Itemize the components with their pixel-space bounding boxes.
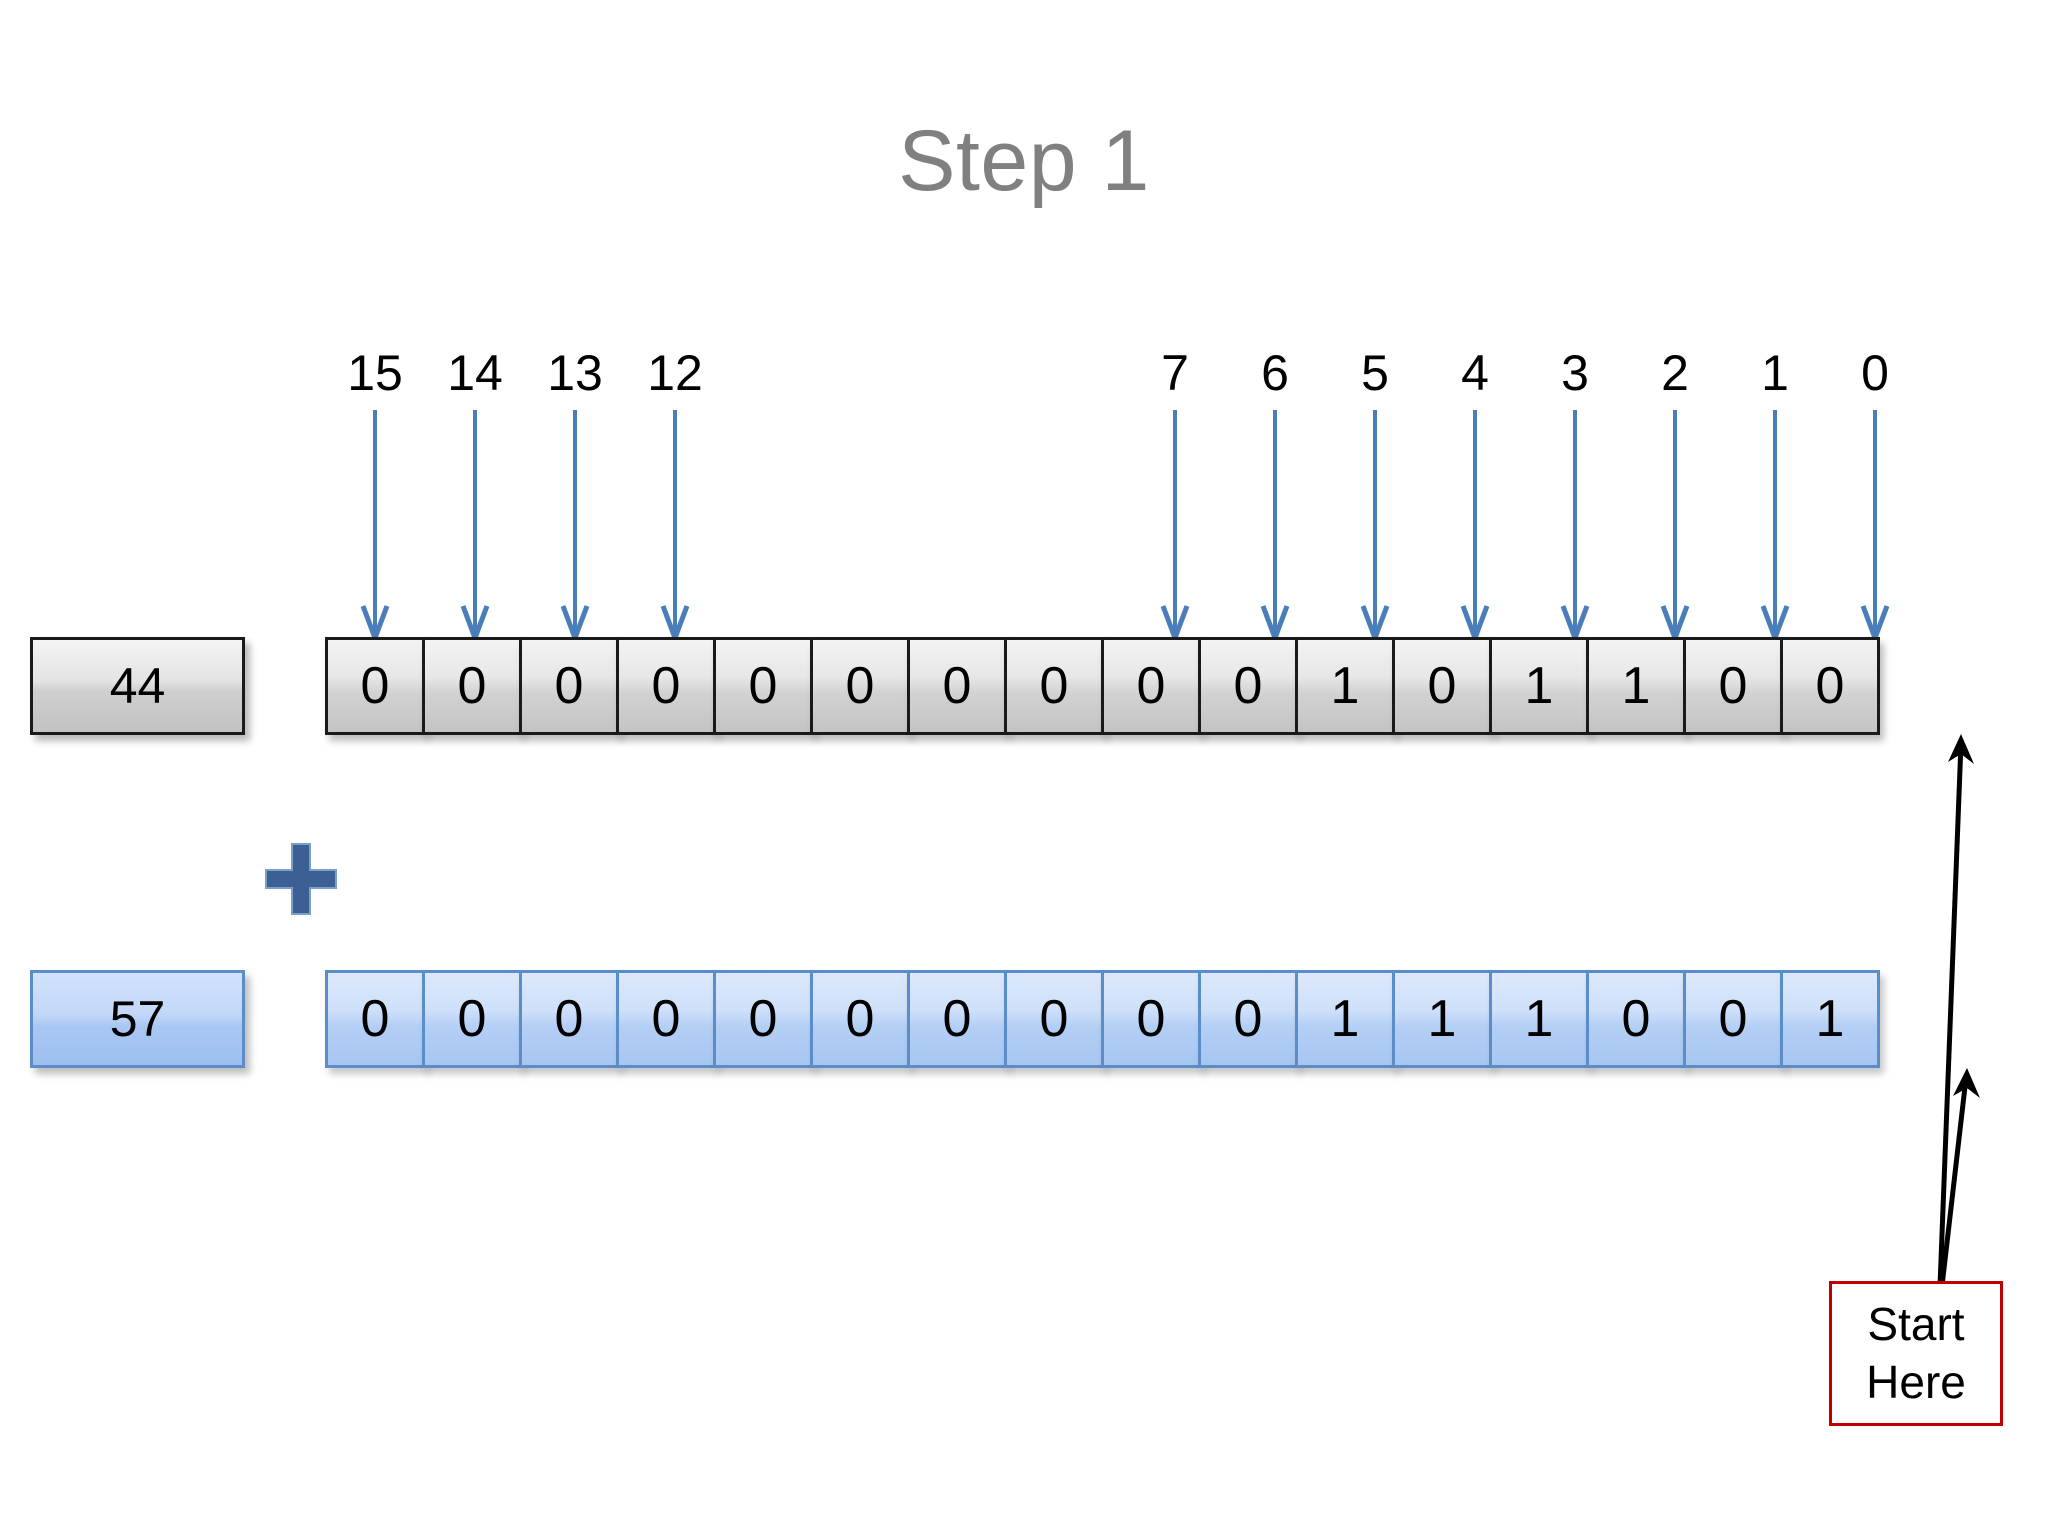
addend-b-bit-cell: 1 [1295,970,1395,1068]
start-here-line-1: Start [1867,1298,1965,1350]
addend-b-bit-cell: 0 [1683,970,1783,1068]
addend-a-bit-cell: 0 [810,637,910,735]
bit-index-label: 7 [1161,345,1189,401]
addend-a-bit-cell: 0 [519,637,619,735]
start-here-callout: Start Here [1829,1281,2003,1426]
addend-b-bit-cell: 0 [907,970,1007,1068]
bit-index-label: 2 [1661,345,1689,401]
start-here-arrow-to-addend-a [1937,734,1974,1287]
value-chip-label-a: 44 [109,658,166,714]
addend-b-bit-cell: 1 [1392,970,1492,1068]
bit-pointer-arrow [1360,410,1390,646]
bit-index-label: 4 [1461,345,1489,401]
page-title: Step 1 [898,113,1150,209]
bit-pointer-arrow [660,410,690,646]
addend-b-bit-cell: 0 [810,970,910,1068]
addend-b-bit-cell: 1 [1489,970,1589,1068]
bit-pointer-arrow [360,410,390,646]
bit-pointer-arrow [1460,410,1490,646]
addend-b-bit-cell: 0 [1101,970,1201,1068]
start-here-arrow-to-addend-b [1939,1068,1980,1287]
bit-pointer-arrow [1160,410,1190,646]
plus-icon [265,843,337,915]
addend-b-bit-cell: 0 [1198,970,1298,1068]
addend-b-bit-cell: 0 [519,970,619,1068]
addend-a-bit-cell: 0 [1392,637,1492,735]
start-here-line-2: Here [1866,1355,1966,1408]
addend-a-bit-cell: 1 [1295,637,1395,735]
addend-b-bit-cell: 1 [1780,970,1880,1068]
bit-pointer-arrow [460,410,490,646]
bit-pointer-arrow [1560,410,1590,646]
addend-a-bit-cell: 0 [616,637,716,735]
bit-index-label: 0 [1861,345,1889,401]
bit-index-label: 14 [447,345,503,401]
addend-a-bit-cell: 0 [1198,637,1298,735]
bit-index-label: 12 [647,345,703,401]
bit-pointer-arrow [1860,410,1890,646]
addend-b-bit-cell: 0 [1586,970,1686,1068]
addend-a-bit-cell: 0 [1101,637,1201,735]
addend-a-bit-cell: 0 [1780,637,1880,735]
value-chip-addend-b: 57 [30,970,245,1068]
bit-pointer-arrow [1660,410,1690,646]
addend-a-bit-cell: 0 [1683,637,1783,735]
bit-pointer-arrow [1760,410,1790,646]
bit-pointer-arrow [560,410,590,646]
value-chip-label-b: 57 [109,991,166,1047]
bit-index-label: 1 [1761,345,1789,401]
addend-b-bit-cell: 0 [616,970,716,1068]
addend-a-bit-cell: 0 [325,637,425,735]
addend-a-bit-cell: 1 [1586,637,1686,735]
addend-b-bit-cell: 0 [325,970,425,1068]
bit-index-label: 13 [547,345,603,401]
bit-index-label: 3 [1561,345,1589,401]
addend-a-bit-cell: 1 [1489,637,1589,735]
value-chip-addend-a: 44 [30,637,245,735]
addend-a-bit-cell: 0 [1004,637,1104,735]
bit-pointer-arrow [1260,410,1290,646]
addend-a-bit-cell: 0 [907,637,1007,735]
addend-a-bit-cell: 0 [422,637,522,735]
addend-b-bit-cell: 0 [713,970,813,1068]
addend-b-bit-cell: 0 [422,970,522,1068]
addend-b-bit-cell: 0 [1004,970,1104,1068]
addend-a-bit-cell: 0 [713,637,813,735]
bit-index-label: 6 [1261,345,1289,401]
bit-index-label: 5 [1361,345,1389,401]
bit-index-label: 15 [347,345,403,401]
